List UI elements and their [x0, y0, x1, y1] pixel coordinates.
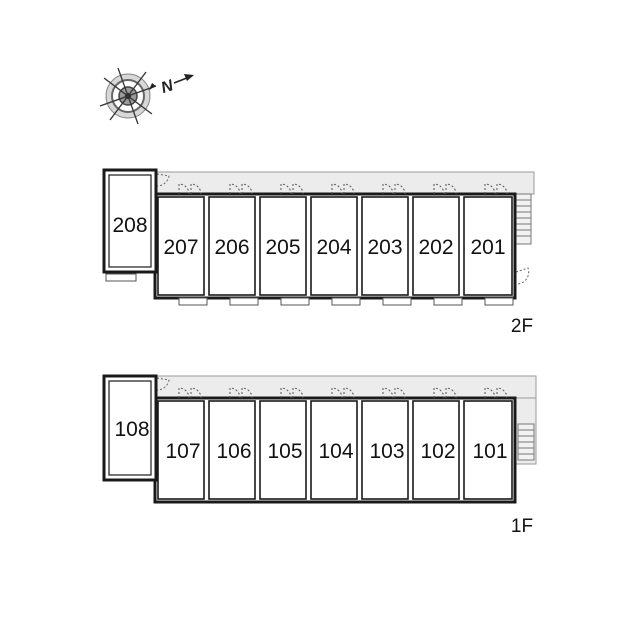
- compass-north-indicator: N: [159, 74, 194, 97]
- floor-2f: 208 207 206 205 204: [102, 168, 535, 337]
- unit-label: 102: [420, 440, 455, 463]
- unit-105: 105: [259, 387, 307, 500]
- unit-label: 208: [112, 214, 147, 237]
- stairs-1f: [517, 423, 535, 461]
- unit-label: 204: [316, 236, 351, 259]
- unit-207: 207: [157, 183, 208, 306]
- door-icon: [433, 183, 457, 195]
- unit-label: 101: [472, 440, 507, 463]
- unit-204: 204: [310, 183, 361, 306]
- compass-rose-icon: [99, 67, 157, 125]
- unit-label: 202: [418, 236, 453, 259]
- unit-201: 201: [463, 183, 514, 306]
- unit-label: 103: [369, 440, 404, 463]
- unit-label: 108: [114, 418, 149, 441]
- unit-203: 203: [361, 183, 412, 306]
- unit-label: 107: [165, 440, 200, 463]
- floor-1f: 108 107 106 105 104 103: [102, 374, 537, 537]
- corridor-1f: [154, 375, 537, 399]
- unit-label: 106: [216, 440, 251, 463]
- door-icon: [484, 183, 508, 195]
- unit-205: 205: [259, 183, 310, 306]
- unit-108: 108: [102, 374, 158, 482]
- door-icon: [178, 387, 202, 399]
- unit-102: 102: [412, 387, 460, 500]
- door-icon: [382, 387, 406, 399]
- stairs-2f: [514, 193, 532, 245]
- door-icon: [382, 183, 406, 195]
- unit-101: 101: [463, 387, 513, 500]
- corridor-door-1f: [156, 377, 170, 391]
- corridor-door-2f: [156, 173, 530, 285]
- unit-label: 104: [318, 440, 353, 463]
- door-icon: [229, 387, 253, 399]
- unit-label: 205: [265, 236, 300, 259]
- floor-label-1f: 1F: [511, 516, 533, 537]
- unit-label: 203: [367, 236, 402, 259]
- unit-label: 105: [267, 440, 302, 463]
- door-icon: [433, 387, 457, 399]
- unit-label: 207: [163, 236, 198, 259]
- unit-label: 206: [214, 236, 249, 259]
- unit-208: 208: [102, 168, 158, 282]
- unit-107: 107: [157, 387, 205, 500]
- corridor-2f: [154, 171, 535, 195]
- floor-label-2f: 2F: [511, 316, 533, 337]
- unit-202: 202: [412, 183, 463, 306]
- door-icon: [331, 387, 355, 399]
- unit-label: 201: [470, 236, 505, 259]
- door-icon: [484, 387, 508, 399]
- unit-103: 103: [361, 387, 409, 500]
- unit-104: 104: [310, 387, 358, 500]
- unit-106: 106: [208, 387, 256, 500]
- door-icon: [229, 183, 253, 195]
- compass-north-label: N: [159, 77, 176, 97]
- unit-206: 206: [208, 183, 259, 306]
- door-icon: [331, 183, 355, 195]
- door-icon: [280, 183, 304, 195]
- door-icon: [280, 387, 304, 399]
- door-icon: [178, 183, 202, 195]
